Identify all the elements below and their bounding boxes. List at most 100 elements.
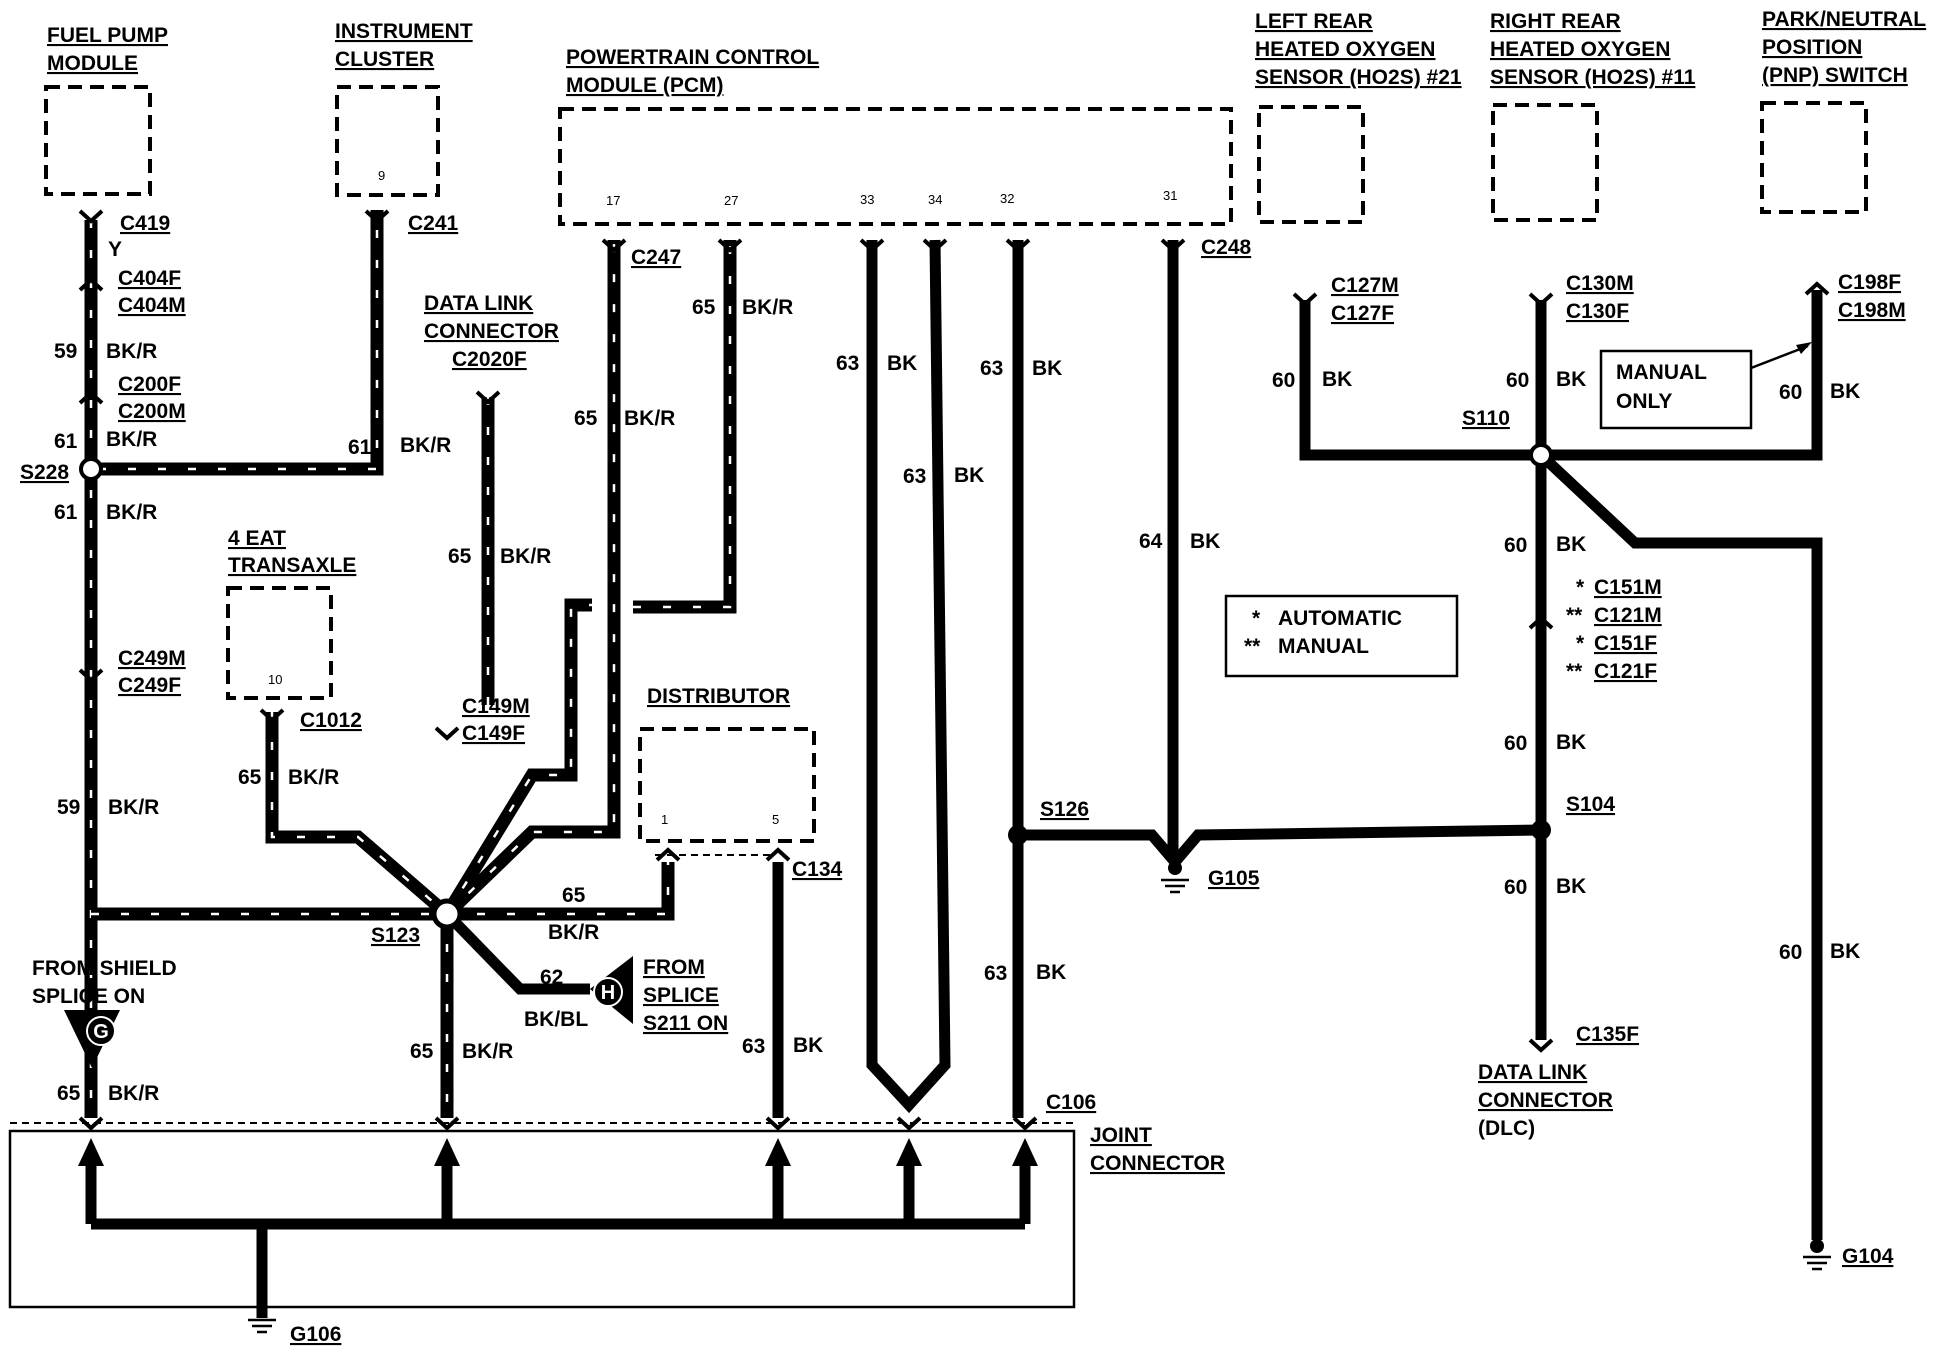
svg-text:FROM: FROM bbox=[643, 956, 705, 979]
svg-text:63: 63 bbox=[903, 465, 926, 488]
svg-text:SPLICE: SPLICE bbox=[643, 984, 719, 1007]
svg-text:C134: C134 bbox=[792, 858, 843, 881]
splice-s110 bbox=[1529, 443, 1553, 467]
svg-text:BK/R: BK/R bbox=[108, 796, 159, 819]
svg-text:(PNP) SWITCH: (PNP) SWITCH bbox=[1762, 64, 1908, 87]
svg-text:G104: G104 bbox=[1842, 1245, 1894, 1268]
svg-text:62: 62 bbox=[540, 966, 563, 989]
ground-g106-icon bbox=[248, 1318, 276, 1334]
svg-text:**: ** bbox=[1244, 635, 1261, 658]
shielded-wires bbox=[84, 210, 737, 1118]
component-labels: FUEL PUMP MODULE INSTRUMENT CLUSTER POWE… bbox=[32, 8, 1926, 1175]
svg-text:BK/R: BK/R bbox=[400, 434, 451, 457]
svg-text:C198M: C198M bbox=[1838, 299, 1906, 322]
svg-text:CONNECTOR: CONNECTOR bbox=[1090, 1152, 1225, 1175]
svg-text:BK/R: BK/R bbox=[742, 296, 793, 319]
svg-text:31: 31 bbox=[1163, 188, 1177, 203]
svg-text:Y: Y bbox=[108, 238, 122, 261]
svg-text:FUEL PUMP: FUEL PUMP bbox=[47, 24, 168, 47]
svg-text:BK/R: BK/R bbox=[106, 340, 157, 363]
right-ho2s-box bbox=[1491, 103, 1599, 222]
svg-text:PARK/NEUTRAL: PARK/NEUTRAL bbox=[1762, 8, 1926, 31]
svg-text:17: 17 bbox=[606, 193, 620, 208]
svg-text:63: 63 bbox=[984, 962, 1007, 985]
svg-text:61: 61 bbox=[348, 436, 372, 459]
instrument-cluster-box bbox=[335, 85, 440, 197]
svg-text:*: * bbox=[1576, 632, 1585, 655]
svg-text:C149F: C149F bbox=[462, 722, 525, 745]
svg-text:BK: BK bbox=[1190, 530, 1220, 553]
svg-text:C127M: C127M bbox=[1331, 274, 1399, 297]
svg-text:C130M: C130M bbox=[1566, 272, 1634, 295]
svg-text:C2020F: C2020F bbox=[452, 348, 527, 371]
svg-text:BK: BK bbox=[1830, 380, 1860, 403]
svg-text:BK/R: BK/R bbox=[500, 545, 551, 568]
left-ho2s-box bbox=[1257, 105, 1365, 224]
ground-g105-icon bbox=[1161, 861, 1189, 894]
svg-text:C404F: C404F bbox=[118, 267, 181, 290]
splice-ground-labels: S228 S110 S123 S126 S104 G105 G106 G104 bbox=[20, 407, 1894, 1346]
svg-text:MANUAL: MANUAL bbox=[1278, 635, 1369, 658]
svg-text:61: 61 bbox=[54, 430, 78, 453]
svg-text:C130F: C130F bbox=[1566, 300, 1629, 323]
svg-text:S228: S228 bbox=[20, 461, 69, 484]
connector-labels: C419 Y C404F C404M C200F C200M C241 C247… bbox=[108, 212, 1906, 1114]
wire-labels: 59 BK/R 61 BK/R 61 BK/R 61 BK/R 59 BK/R … bbox=[54, 296, 1860, 1105]
svg-text:BK: BK bbox=[1036, 961, 1066, 984]
splice-s123 bbox=[431, 898, 463, 930]
svg-text:59: 59 bbox=[57, 796, 80, 819]
svg-text:C404M: C404M bbox=[118, 294, 186, 317]
svg-text:MODULE: MODULE bbox=[47, 52, 138, 75]
svg-text:65: 65 bbox=[574, 407, 598, 430]
svg-text:C241: C241 bbox=[408, 212, 459, 235]
svg-text:C149M: C149M bbox=[462, 695, 530, 718]
svg-text:33: 33 bbox=[860, 192, 874, 207]
svg-text:RIGHT REAR: RIGHT REAR bbox=[1490, 10, 1621, 33]
svg-text:JOINT: JOINT bbox=[1090, 1124, 1152, 1147]
svg-text:65: 65 bbox=[562, 884, 586, 907]
svg-text:S126: S126 bbox=[1040, 798, 1089, 821]
connector-chevrons bbox=[78, 209, 1830, 1131]
svg-text:65: 65 bbox=[57, 1082, 81, 1105]
svg-text:65: 65 bbox=[692, 296, 716, 319]
ground-g104-icon bbox=[1803, 1239, 1831, 1271]
svg-text:C121M: C121M bbox=[1594, 604, 1662, 627]
svg-text:BK/R: BK/R bbox=[108, 1082, 159, 1105]
svg-text:C135F: C135F bbox=[1576, 1023, 1639, 1046]
svg-text:BK/R: BK/R bbox=[106, 501, 157, 524]
svg-text:BK/R: BK/R bbox=[106, 428, 157, 451]
svg-text:60: 60 bbox=[1504, 876, 1527, 899]
svg-text:MODULE (PCM): MODULE (PCM) bbox=[566, 74, 723, 97]
svg-text:10: 10 bbox=[268, 672, 282, 687]
svg-text:60: 60 bbox=[1506, 369, 1529, 392]
svg-text:BK/R: BK/R bbox=[462, 1040, 513, 1063]
joint-arrows bbox=[78, 1138, 1038, 1166]
svg-text:BK: BK bbox=[1556, 533, 1586, 556]
svg-text:C151M: C151M bbox=[1594, 576, 1662, 599]
svg-text:G106: G106 bbox=[290, 1323, 341, 1346]
svg-text:C127F: C127F bbox=[1331, 302, 1394, 325]
svg-text:BK: BK bbox=[954, 464, 984, 487]
svg-text:HEATED OXYGEN: HEATED OXYGEN bbox=[1255, 38, 1435, 61]
svg-text:LEFT REAR: LEFT REAR bbox=[1255, 10, 1373, 33]
svg-text:HEATED OXYGEN: HEATED OXYGEN bbox=[1490, 38, 1670, 61]
svg-text:BK: BK bbox=[1556, 368, 1586, 391]
svg-text:9: 9 bbox=[378, 168, 385, 183]
svg-text:BK/R: BK/R bbox=[624, 407, 675, 430]
manual-only-box bbox=[1599, 349, 1753, 430]
svg-text:ONLY: ONLY bbox=[1616, 390, 1672, 413]
svg-text:BK/R: BK/R bbox=[288, 766, 339, 789]
svg-text:*: * bbox=[1576, 576, 1585, 599]
svg-text:BK: BK bbox=[1556, 731, 1586, 754]
svg-text:BK: BK bbox=[887, 352, 917, 375]
svg-text:C419: C419 bbox=[120, 212, 170, 235]
joint-connector-box bbox=[8, 1129, 1076, 1309]
pin-numbers: 9 17 27 33 34 32 31 10 1 5 bbox=[268, 168, 1177, 827]
svg-text:4 EAT: 4 EAT bbox=[228, 527, 286, 550]
splice-s228 bbox=[79, 457, 103, 481]
svg-text:65: 65 bbox=[238, 766, 262, 789]
svg-text:65: 65 bbox=[410, 1040, 434, 1063]
svg-text:H: H bbox=[601, 982, 615, 1004]
svg-text:C151F: C151F bbox=[1594, 632, 1657, 655]
svg-text:C198F: C198F bbox=[1838, 271, 1901, 294]
